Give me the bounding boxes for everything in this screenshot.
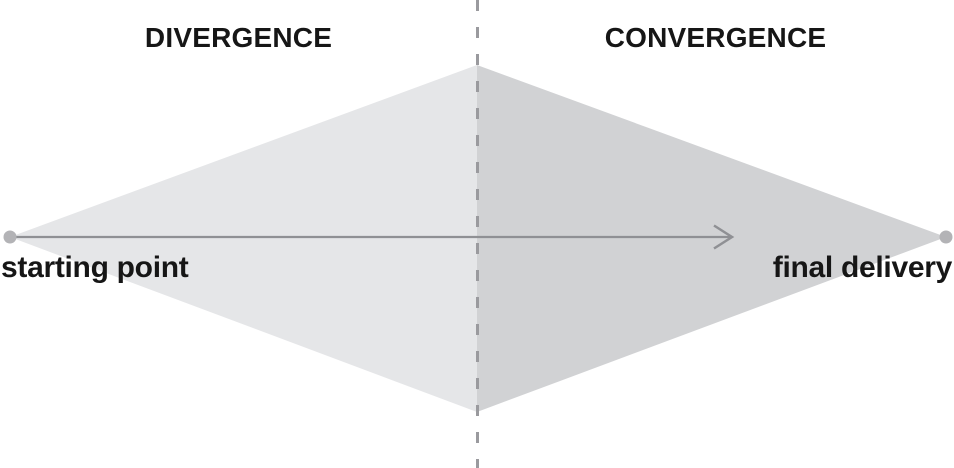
divergence-triangle [10, 65, 477, 412]
starting-point-dot-icon [3, 230, 17, 244]
arrow-head-icon [713, 224, 735, 250]
final-delivery-label: final delivery [772, 251, 953, 284]
convergence-triangle [477, 65, 946, 412]
starting-point-label: starting point [1, 251, 189, 284]
convergence-label: CONVERGENCE [604, 22, 827, 53]
divergence-label: DIVERGENCE [144, 22, 333, 53]
final-delivery-dot-icon [939, 230, 953, 244]
